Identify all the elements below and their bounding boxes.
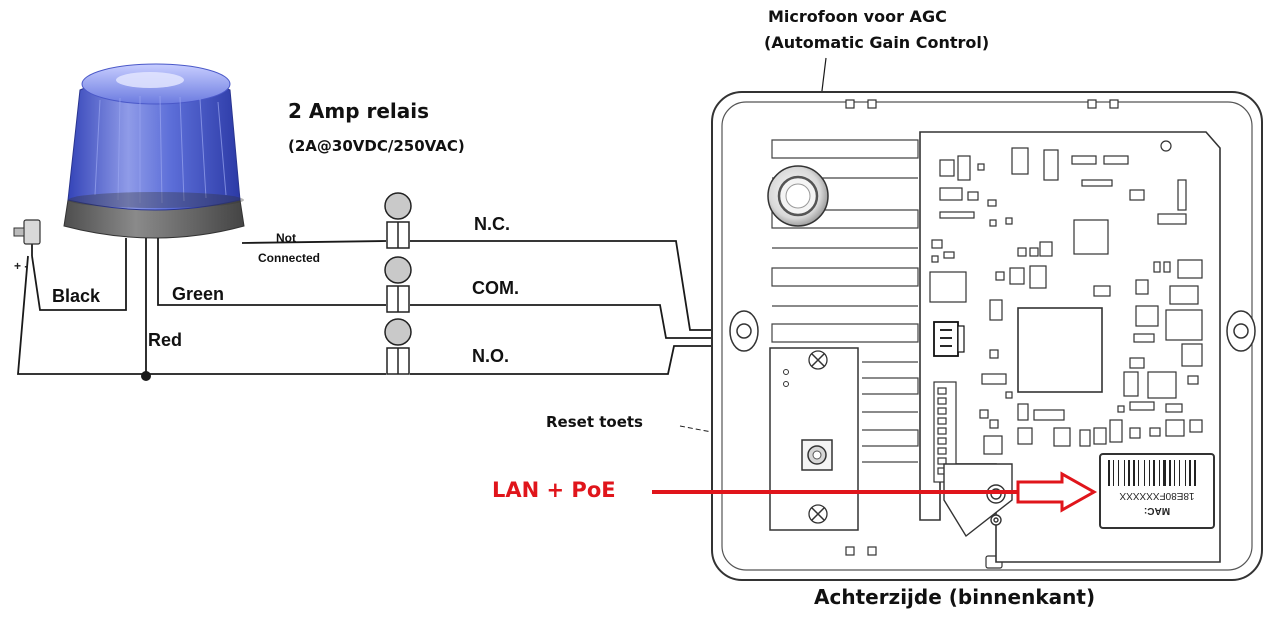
- ethernet-port: [943, 463, 1013, 538]
- barcode-stripe: [1144, 460, 1145, 486]
- lan-poe-arrow: [652, 471, 1098, 513]
- housing-ribs: [771, 139, 919, 463]
- barcode-stripe: [1194, 460, 1196, 486]
- power-adapter-icon: [13, 219, 41, 256]
- mac-label-line2: 18E80FXXXXXX: [1119, 490, 1194, 501]
- wires: [17, 57, 940, 451]
- psu-polarity-label: + -: [14, 259, 28, 273]
- barcode-stripe: [1169, 460, 1171, 486]
- barcode-stripe: [1108, 460, 1110, 486]
- barcode-stripe: [1118, 460, 1119, 486]
- red-wire-label: Red: [148, 330, 183, 350]
- not-connected-label-2: Connected: [258, 251, 321, 265]
- reset-panel: [769, 347, 859, 531]
- barcode-stripe: [1138, 460, 1139, 486]
- junction-dot: [141, 371, 151, 381]
- barcode-stripe: [1124, 460, 1125, 486]
- not-connected-label-1: Not: [276, 231, 296, 245]
- barcode-stripe: [1163, 460, 1166, 486]
- reset-button-icon: [801, 439, 833, 471]
- mounting-hole-right: [1226, 310, 1256, 352]
- relay-title: 2 Amp relais: [288, 99, 430, 123]
- relay-terminal-no: [384, 318, 412, 375]
- relay-connector: [933, 321, 965, 357]
- microphone-icon: [767, 165, 829, 227]
- barcode-stripe: [1149, 460, 1150, 486]
- reset-label: Reset toets: [546, 413, 643, 431]
- barcode-stripe: [1189, 460, 1191, 486]
- com-label: COM.: [472, 278, 519, 298]
- barcode-stripe: [1153, 460, 1155, 486]
- mac-address-label: 18E80FXXXXXX MAC:: [1099, 453, 1215, 529]
- barcode-graphic: [1108, 460, 1196, 486]
- nc-label: N.C.: [474, 214, 510, 234]
- mounting-hole-left: [729, 310, 759, 352]
- barcode-stripe: [1113, 460, 1114, 486]
- barcode-stripe: [1179, 460, 1180, 486]
- black-wire-label: Black: [52, 286, 101, 306]
- green-wire-label: Green: [172, 284, 225, 304]
- no-label: N.O.: [472, 346, 510, 366]
- barcode-stripe: [1133, 460, 1135, 486]
- beacon-light: [63, 63, 245, 239]
- barcode-stripe: [1159, 460, 1160, 486]
- relay-terminal-com: [384, 256, 412, 313]
- rear-view-caption: Achterzijde (binnenkant): [814, 585, 1096, 609]
- microphone-label-line1: Microfoon voor AGC: [768, 7, 947, 26]
- relay-terminal-nc: [384, 192, 412, 249]
- mac-label-line1: MAC:: [1144, 505, 1170, 516]
- microphone-label-line2: (Automatic Gain Control): [764, 33, 990, 52]
- barcode-stripe: [1185, 460, 1186, 486]
- barcode-stripe: [1128, 460, 1130, 486]
- barcode-stripe: [1174, 460, 1175, 486]
- relay-rating: (2A@30VDC/250VAC): [288, 137, 465, 155]
- lan-poe-label: LAN + PoE: [492, 478, 616, 502]
